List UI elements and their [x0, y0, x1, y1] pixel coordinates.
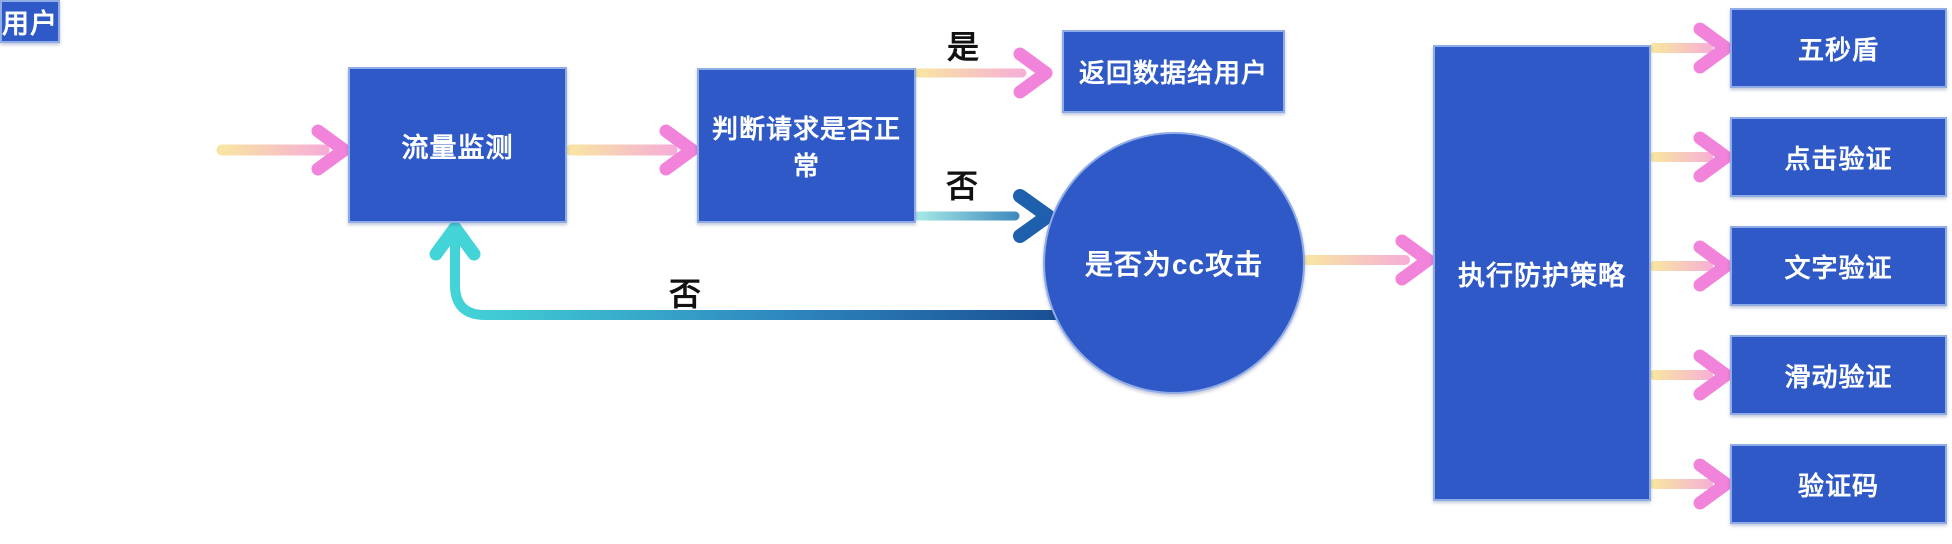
node-return-data-to-user: 返回数据给用户 [1062, 30, 1285, 113]
arrow-right-icon [311, 124, 351, 176]
arrow-right-icon [1013, 47, 1053, 99]
arrow-right-icon [1395, 234, 1435, 286]
node-five-second-shield-label: 五秒盾 [1797, 34, 1879, 65]
node-slide-verification: 滑动验证 [1730, 335, 1947, 415]
node-traffic-monitoring-label: 流量监测 [401, 132, 514, 163]
edge-label-no-branch: 否 [945, 168, 979, 204]
edge-label-no-return: 否 [668, 276, 702, 312]
node-text-verification: 文字验证 [1730, 226, 1947, 306]
node-five-second-shield: 五秒盾 [1730, 8, 1947, 88]
node-is-cc-attack: 是否为cc攻击 [1043, 132, 1305, 394]
node-click-verification: 点击验证 [1730, 117, 1947, 197]
arrow-right-icon [659, 124, 699, 176]
node-traffic-monitoring: 流量监测 [348, 67, 567, 223]
node-execute-protection-policy: 执行防护策略 [1433, 45, 1651, 501]
arrow-right-icon [1693, 349, 1733, 401]
node-click-verification-label: 点击验证 [1784, 143, 1893, 174]
node-text-verification-label: 文字验证 [1784, 252, 1893, 283]
node-is-cc-attack-label: 是否为cc攻击 [1084, 249, 1264, 280]
node-judge-request-normal-label: 判断请求是否正常 [711, 113, 901, 181]
arrow-right-icon [1693, 131, 1733, 183]
arrow-up-icon [429, 221, 481, 261]
arrow-right-icon [1693, 22, 1733, 74]
node-user: 用户 [0, 0, 60, 43]
edge-label-yes: 是 [946, 29, 980, 65]
node-slide-verification-label: 滑动验证 [1784, 361, 1893, 392]
node-judge-request-normal: 判断请求是否正常 [697, 68, 916, 223]
node-user-label: 用户 [2, 9, 58, 39]
node-captcha: 验证码 [1730, 444, 1947, 524]
edge-cc-return-shaft [450, 239, 1090, 320]
node-execute-protection-policy-label: 执行防护策略 [1458, 260, 1626, 291]
node-captcha-label: 验证码 [1797, 470, 1879, 501]
arrow-right-icon [1693, 458, 1733, 510]
arrow-right-icon [1693, 240, 1733, 292]
node-return-data-to-user-label: 返回数据给用户 [1078, 58, 1268, 88]
arrow-right-icon [1013, 189, 1055, 243]
